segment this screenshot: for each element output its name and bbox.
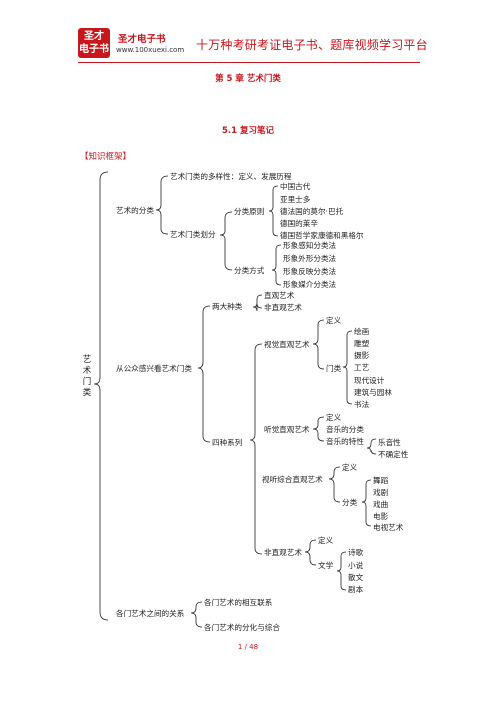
node-four-series: 四种系列 xyxy=(212,438,243,447)
visual-category-item: 绘画 xyxy=(354,327,370,336)
node-art-division: 艺术门类划分 xyxy=(170,230,216,239)
chapter-title: 第 5 章 艺术门类 xyxy=(215,74,281,84)
two-kinds-item: 直观艺术 xyxy=(264,291,295,300)
node-classification-principles: 分类原则 xyxy=(234,207,265,216)
bracket-visual-cats xyxy=(342,330,353,405)
brand-url[interactable]: www.100xuexi.com xyxy=(116,46,185,54)
visual-category-item: 书法 xyxy=(354,400,370,409)
bracket-two-kinds xyxy=(252,294,263,312)
visual-category-item: 现代设计 xyxy=(354,376,385,385)
page-number: 1 / 48 xyxy=(237,643,259,651)
visual-definition: 定义 xyxy=(326,316,342,325)
knowledge-framework-label: 【知识框架】 xyxy=(80,152,132,162)
bracket-visual xyxy=(312,319,325,370)
visual-category-item: 雕塑 xyxy=(354,339,370,348)
node-literature: 文学 xyxy=(318,561,334,570)
principle-item: 德国哲学家康德和黑格尔 xyxy=(280,231,364,240)
av-definition: 定义 xyxy=(342,463,358,472)
two-kinds-item: 非直观艺术 xyxy=(264,303,302,312)
audio-item: 定义 xyxy=(326,413,342,422)
av-category-item: 戏曲 xyxy=(373,500,389,509)
method-item: 形象外形分类法 xyxy=(283,254,337,263)
header-divider xyxy=(78,62,420,63)
bracket-n1 xyxy=(155,175,169,235)
av-category-item: 电视艺术 xyxy=(373,523,404,532)
av-category-item: 舞蹈 xyxy=(373,476,389,485)
literature-item: 散文 xyxy=(348,573,364,582)
literature-item: 剧本 xyxy=(348,585,364,594)
av-category-item: 电影 xyxy=(373,512,389,521)
node-two-kinds: 两大种类 xyxy=(212,302,243,311)
node-visual-art: 视觉直观艺术 xyxy=(264,340,310,349)
node-audio-art: 听觉直观艺术 xyxy=(264,425,310,434)
bracket-n3 xyxy=(190,601,203,628)
bracket-literature xyxy=(336,551,347,591)
node-av-art: 视听综合直观艺术 xyxy=(262,475,323,484)
node-art-diversity: 艺术门类的多样性：定义、发展历程 xyxy=(170,172,292,181)
bracket-root xyxy=(93,171,109,621)
nonvisual-definition: 定义 xyxy=(318,536,334,545)
visual-category-item: 建筑与园林 xyxy=(354,388,392,397)
bracket-n2 xyxy=(197,305,211,443)
node-nonvisual-art: 非直观艺术 xyxy=(264,548,302,557)
brand-logo: 圣才 电子书 xyxy=(78,28,110,58)
header-slogan: 十万种考研考证电子书、题库视频学习平台 xyxy=(196,38,428,52)
bracket-methods xyxy=(271,244,282,286)
audio-trait-item: 不确定性 xyxy=(378,450,409,459)
bracket-av-cats xyxy=(361,479,372,527)
tree-root-label: 艺术门类 xyxy=(82,355,92,398)
node-classification-methods: 分类方式 xyxy=(234,266,265,275)
visual-categories: 门类 xyxy=(326,364,342,373)
av-categories: 分类 xyxy=(342,498,358,507)
relation-item: 各门艺术的相互联系 xyxy=(204,598,273,607)
audio-item: 音乐的分类 xyxy=(326,425,364,434)
bracket-principles xyxy=(268,185,279,237)
section-title: 5.1 复习笔记 xyxy=(221,126,275,136)
brand-name: 圣才电子书 xyxy=(118,34,166,45)
av-category-item: 戏剧 xyxy=(373,488,389,497)
principle-item: 德法国的莫尔·巴托 xyxy=(280,207,344,216)
principle-item: 德国的莱辛 xyxy=(280,219,318,228)
bracket-av xyxy=(328,466,341,503)
relation-item: 各门艺术的分化与综合 xyxy=(204,623,280,632)
principle-item: 亚里士多 xyxy=(280,195,311,204)
audio-trait-item: 乐音性 xyxy=(378,438,401,447)
bracket-audio-traits xyxy=(366,438,377,455)
bracket-n1b xyxy=(219,211,233,271)
node-public-perception: 从公众感兴看艺术门类 xyxy=(116,364,192,373)
method-item: 形象感知分类法 xyxy=(283,241,337,250)
literature-item: 小说 xyxy=(348,561,364,570)
method-item: 形象媒介分类法 xyxy=(283,280,337,289)
audio-item: 音乐的特性 xyxy=(326,437,364,446)
visual-category-item: 摄影 xyxy=(354,351,370,360)
literature-item: 诗歌 xyxy=(348,548,364,557)
principle-item: 中国古代 xyxy=(280,182,311,191)
bracket-four-series xyxy=(249,343,263,555)
bracket-audio xyxy=(312,416,325,442)
visual-category-item: 工艺 xyxy=(354,363,370,372)
method-item: 形象反映分类法 xyxy=(283,267,337,276)
bracket-nonvisual xyxy=(304,539,317,566)
node-art-relations: 各门艺术之间的关系 xyxy=(116,609,185,618)
node-art-classification: 艺术的分类 xyxy=(116,206,154,215)
